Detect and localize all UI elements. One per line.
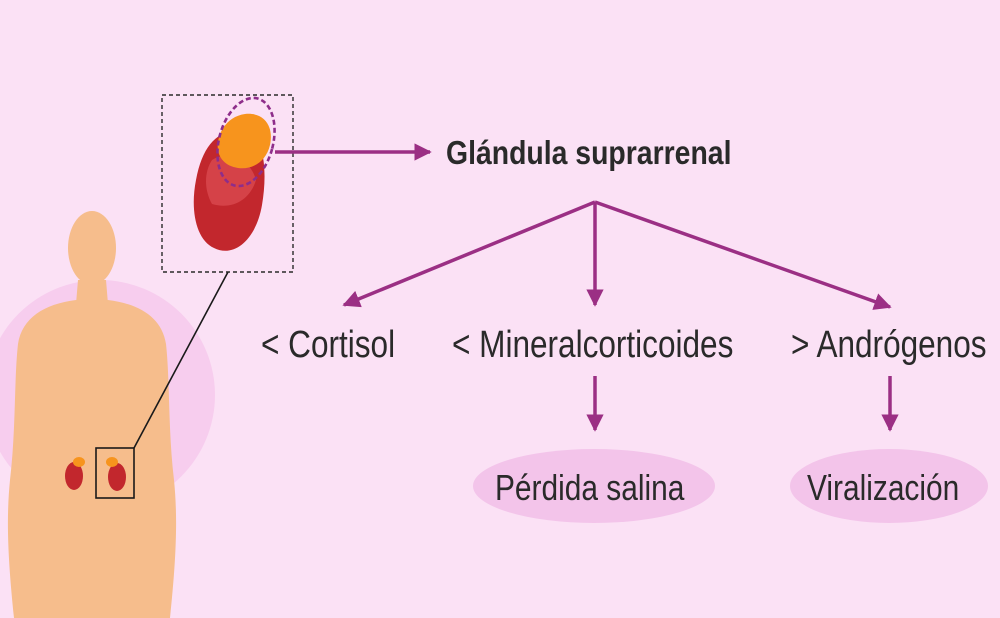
zoom-detail-box (161, 94, 294, 273)
adrenal-highlight-ring (216, 96, 276, 188)
branch-label-androgenos: > Andrógenos (791, 324, 987, 366)
arrow-to-cortisol (342, 200, 596, 308)
branch-label-cortisol: < Cortisol (261, 324, 396, 366)
outcome-label-perdida-salina: Pérdida salina (495, 467, 685, 508)
outcome-label-viralizacion: Viralización (807, 467, 960, 508)
adrenal-gland-icon (217, 113, 271, 169)
body-kidney-right-icon (106, 457, 126, 491)
viralizacion-oval (790, 449, 988, 523)
zoom-source-box (95, 447, 135, 499)
perdida-salina-oval (473, 449, 715, 523)
human-body-icon (7, 211, 177, 618)
diagram-title: Glándula suprarrenal (446, 134, 732, 171)
branch-label-mineralcorticoides: < Mineralcorticoides (452, 324, 734, 366)
arrow-to-androgenos (594, 200, 892, 310)
zoom-connector-line (133, 271, 229, 449)
body-kidney-left-icon (65, 457, 85, 490)
